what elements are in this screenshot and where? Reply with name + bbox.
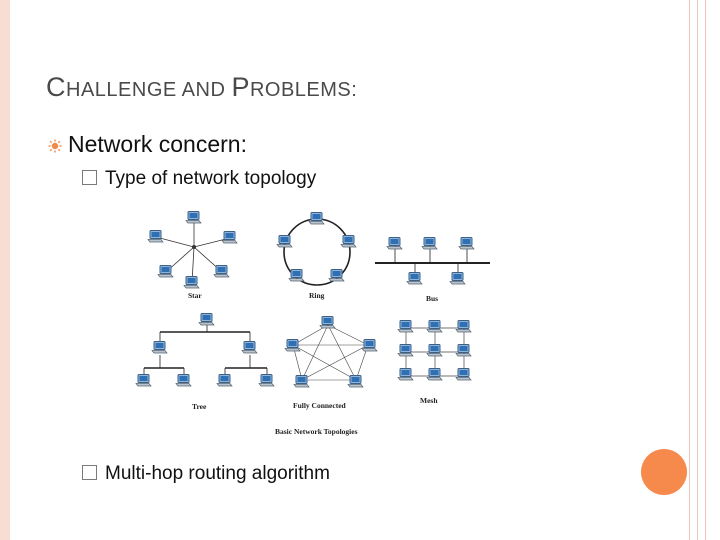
- diagram-caption: Basic Network Topologies: [275, 427, 358, 436]
- computer-icon: [449, 272, 466, 285]
- computer-icon: [455, 368, 472, 381]
- star-label: Star: [188, 291, 202, 300]
- computer-icon: [258, 374, 275, 387]
- computer-icon: [185, 211, 202, 224]
- computer-icon: [361, 339, 378, 352]
- slide-frame-left: [0, 0, 10, 540]
- computer-icon: [288, 269, 305, 282]
- computer-icon: [135, 374, 152, 387]
- computer-icon: [426, 344, 443, 357]
- computer-icon: [319, 316, 336, 329]
- computer-icon: [455, 320, 472, 333]
- computer-icon: [426, 368, 443, 381]
- computer-icon: [421, 237, 438, 250]
- bus-topology: [375, 246, 490, 275]
- sub-bullet-routing: Multi-hop routing algorithm: [82, 463, 330, 485]
- computer-icon: [157, 265, 174, 278]
- square-checkbox-icon: [82, 465, 97, 480]
- slide-title: CHALLENGE AND PROBLEMS:: [46, 72, 358, 102]
- computer-icon: [213, 265, 230, 278]
- computer-icon: [221, 231, 238, 244]
- computer-icon: [397, 344, 414, 357]
- computer-icon: [347, 375, 364, 388]
- ring-label: Ring: [309, 291, 325, 300]
- computer-icon: [151, 341, 168, 354]
- computer-icon: [293, 375, 310, 388]
- sub-bullet-topology: Type of network topology: [82, 168, 316, 190]
- computer-icon: [397, 320, 414, 333]
- fully-connected-label: Fully Connected: [293, 401, 347, 410]
- computer-icon: [397, 368, 414, 381]
- mesh-label: Mesh: [420, 396, 438, 405]
- network-topologies-diagram: Star Ring Bus Tree: [135, 211, 490, 436]
- decorative-orange-circle: [641, 449, 687, 495]
- computer-icon: [183, 276, 200, 289]
- computer-icon: [276, 235, 293, 248]
- computer-icon: [308, 212, 325, 225]
- slide-frame-line: [705, 0, 706, 540]
- sun-bullet-icon: [48, 139, 62, 153]
- computer-icon: [328, 269, 345, 282]
- slide-frame-line: [689, 0, 690, 540]
- computer-icon: [216, 374, 233, 387]
- bullet-network-concern: Network concern:: [68, 131, 247, 157]
- tree-label: Tree: [192, 402, 207, 411]
- square-checkbox-icon: [82, 170, 97, 185]
- computer-icon: [147, 230, 164, 243]
- slide-frame-line: [697, 0, 698, 540]
- computer-icon: [175, 374, 192, 387]
- fully-connected-topology: [292, 324, 369, 381]
- computer-icon: [241, 341, 258, 354]
- computer-icon: [455, 344, 472, 357]
- computer-icon: [426, 320, 443, 333]
- computer-icon: [386, 237, 403, 250]
- bus-label: Bus: [426, 294, 438, 303]
- computer-icon: [406, 272, 423, 285]
- computer-icon: [340, 235, 357, 248]
- computer-icon: [198, 313, 215, 326]
- computer-icon: [458, 237, 475, 250]
- computer-icon: [284, 339, 301, 352]
